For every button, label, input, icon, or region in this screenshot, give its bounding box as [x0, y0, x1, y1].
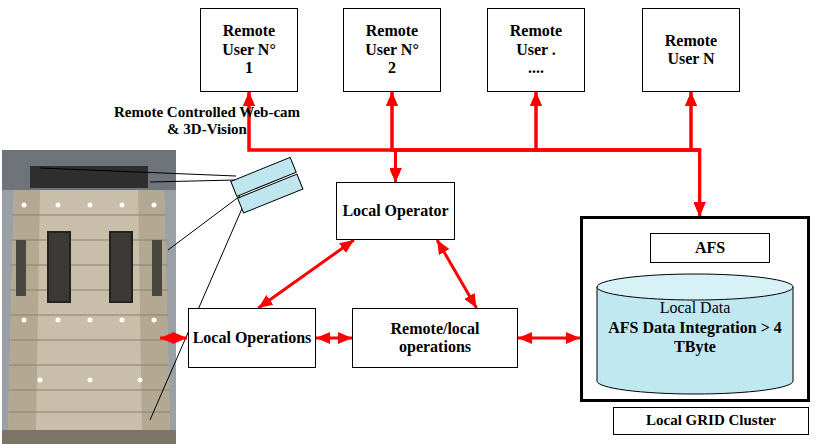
data-cylinder: Local DataAFS Data Integration > 4 TByte — [596, 273, 794, 395]
node-text: Remote/local operations — [353, 320, 517, 357]
camera-sight-lines — [40, 168, 244, 420]
camera-label: Remote Controlled Web-cam & 3D-Vision — [112, 104, 302, 139]
afs-box: AFS — [650, 233, 770, 263]
double-arrow — [691, 92, 700, 216]
remote-user-box: Remote User N — [642, 8, 740, 92]
process-box: Remote/local operations — [352, 308, 518, 368]
process-box: Local Operations — [188, 308, 316, 368]
double-arrow — [536, 92, 700, 216]
double-arrow — [258, 240, 354, 308]
node-text: Local Operations — [193, 329, 312, 347]
node-text: Local Operator — [342, 202, 448, 220]
cluster-heading: Local GRID Cluster — [613, 407, 809, 435]
photo-link-arrow — [160, 337, 187, 340]
remote-user-box: Remote User N° 2 — [343, 8, 441, 92]
node-text: AFS — [695, 239, 725, 257]
node-text: Remote User N° 1 — [220, 22, 278, 77]
double-arrow — [396, 92, 537, 182]
remote-user-box: Remote User N° 1 — [200, 8, 298, 92]
node-text: Remote User N — [662, 32, 720, 69]
webcam-symbol — [231, 157, 303, 212]
double-arrow — [518, 337, 580, 340]
double-arrow — [437, 240, 476, 308]
double-arrow — [249, 92, 700, 216]
node-text: Local Data — [660, 299, 731, 317]
operator-box: Local Operator — [336, 182, 455, 240]
node-text: Remote User N° 2 — [363, 22, 421, 77]
structure-photo — [2, 150, 176, 444]
cluster-box: Local GRID ClusterAFSLocal DataAFS Data … — [580, 216, 810, 402]
node-text: Remote User . .... — [507, 22, 565, 77]
double-arrow — [396, 92, 692, 182]
double-arrow — [316, 337, 352, 340]
node-text: AFS Data Integration > 4 TByte — [605, 319, 785, 356]
remote-user-box: Remote User . .... — [487, 8, 585, 92]
